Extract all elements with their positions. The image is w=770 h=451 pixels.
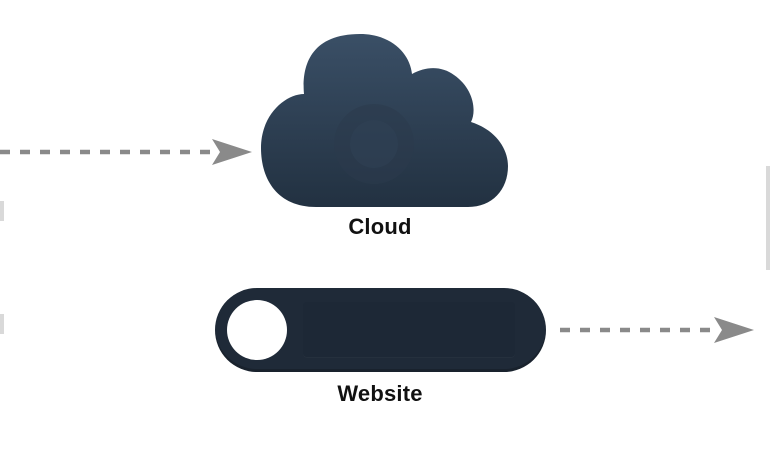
cloud-label: Cloud [348, 214, 412, 239]
website-label: Website [337, 381, 423, 406]
outgoing-arrow [560, 317, 754, 343]
cloud-icon [261, 34, 508, 207]
left-edge-mark-bottom [0, 314, 4, 334]
right-edge-mark [766, 166, 770, 270]
toggle-icon [227, 300, 287, 360]
left-edge-mark-top [0, 201, 4, 221]
cloud-node [256, 30, 510, 210]
website-inner-panel [303, 302, 515, 358]
website-node [215, 288, 546, 372]
incoming-arrow [0, 139, 252, 165]
